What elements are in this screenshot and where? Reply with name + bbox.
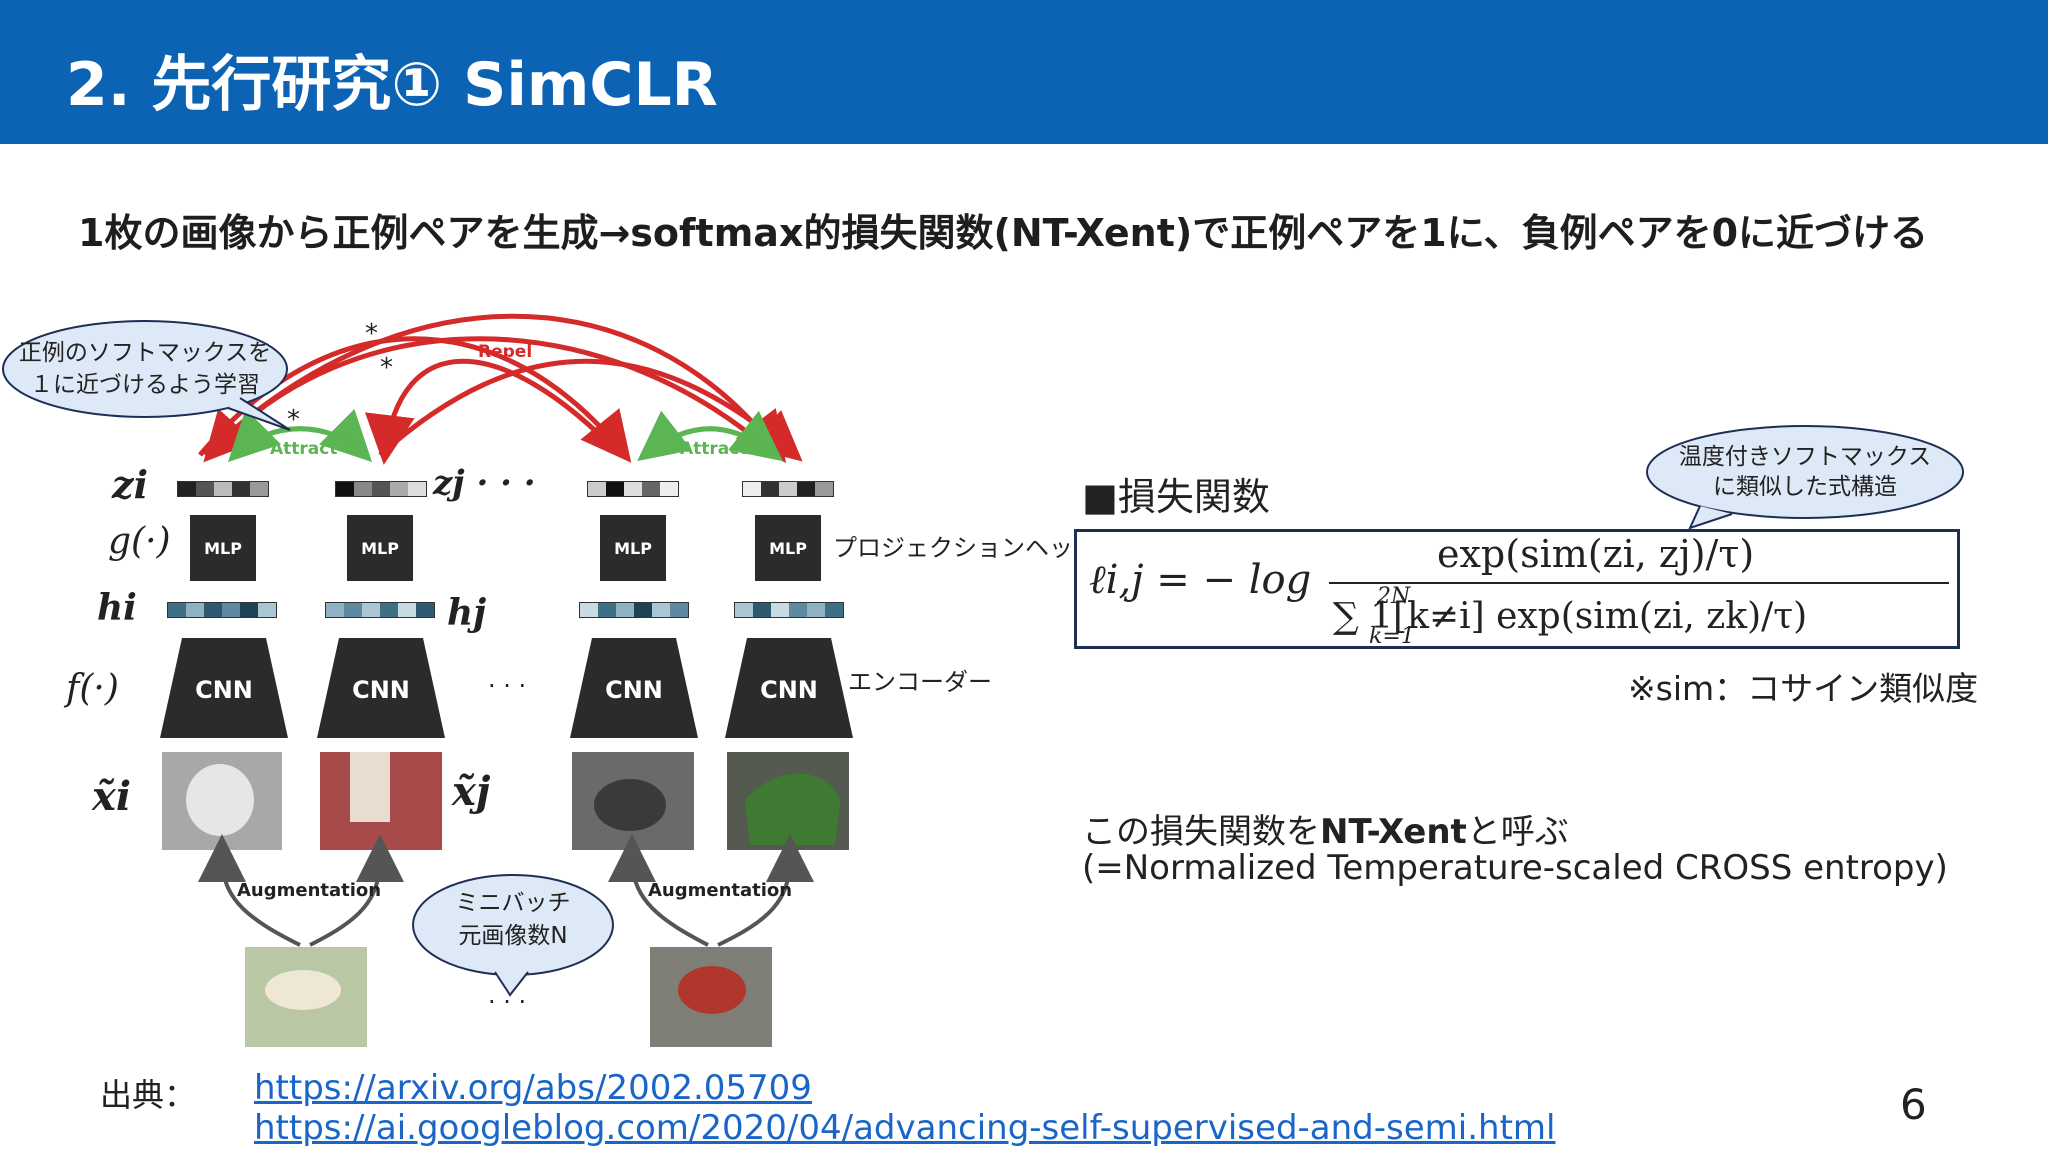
cnn-label-1: CNN xyxy=(195,676,253,704)
mlp-label-4: MLP xyxy=(769,539,807,558)
page-number: 6 xyxy=(1900,1080,1927,1129)
formula-lhs: ℓi,j = − log xyxy=(1089,557,1312,603)
label-z-j: zj · · · xyxy=(432,463,536,503)
repel-label: Repel xyxy=(478,342,532,362)
bubble-positive-softmax: 正例のソフトマックスを １に近づけるよう学習 xyxy=(2,320,291,431)
nt-xent-fullname: (=Normalized Temperature-scaled CROSS en… xyxy=(1082,848,1948,888)
augmentation-label-right: Augmentation xyxy=(648,880,792,901)
bubble-temp-line1: 温度付きソフトマックス xyxy=(1679,444,1931,470)
bubble-left-line2: １に近づけるよう学習 xyxy=(30,372,260,398)
label-x-j: x̃j xyxy=(451,768,491,815)
asterisk-3: * xyxy=(287,405,300,435)
bubble-minibatch: ミニバッチ 元画像数N xyxy=(412,874,614,997)
cnn-label-2: CNN xyxy=(352,676,410,704)
bubble-temp-line2: に類似した式構造 xyxy=(1713,474,1897,500)
nt-xent-description: この損失関数をNT-Xentと呼ぶ xyxy=(1082,804,1569,853)
slide-title: 2. 先行研究① SimCLR xyxy=(66,50,718,120)
loss-heading: ■損失関数 xyxy=(1082,475,1270,519)
nt-prefix: この損失関数を xyxy=(1082,812,1320,852)
formula-denominator: ∑ 1[k≠i] exp(sim(zi, zk)/τ) xyxy=(1333,596,1808,637)
cnn-label-3: CNN xyxy=(605,676,663,704)
formula-sum-upper: 2N xyxy=(1377,584,1411,609)
augmentation-arrows xyxy=(198,834,814,947)
source-link-arxiv[interactable]: https://arxiv.org/abs/2002.05709 xyxy=(254,1068,812,1108)
slide-subtitle: 1枚の画像から正例ペアを生成→softmax的損失関数(NT-Xent)で正例ペ… xyxy=(78,211,1929,255)
asterisk-2: * xyxy=(380,353,393,383)
sim-note: ※sim：コサイン類似度 xyxy=(1628,669,1979,708)
source-link-googleblog[interactable]: https://ai.googleblog.com/2020/04/advanc… xyxy=(254,1108,1556,1148)
label-x-i: x̃i xyxy=(91,773,131,820)
bubble-left-line1: 正例のソフトマックスを xyxy=(19,340,271,366)
nt-xent-bold: NT-Xent xyxy=(1320,812,1467,852)
cnn-blocks: CNN CNN CNN CNN xyxy=(160,638,853,738)
formula-fraction-bar xyxy=(1329,582,1949,584)
label-h-j: hj xyxy=(447,592,486,634)
cnn-ellipsis: · · · xyxy=(488,672,526,700)
mlp-label-1: MLP xyxy=(204,539,242,558)
label-z-i: zi xyxy=(111,462,148,507)
formula-numerator: exp(sim(zi, zj)/τ) xyxy=(1437,532,1755,576)
h-vectors xyxy=(167,602,844,618)
augmentation-label-left: Augmentation xyxy=(237,880,381,901)
simclr-diagram: Repel Attract Attract * * * 正例のソフトマックスを … xyxy=(2,313,1080,1047)
formula-sum-lower: k=1 xyxy=(1369,624,1415,649)
encoder-label: エンコーダー xyxy=(848,668,992,696)
bubble-temperature-softmax: 温度付きソフトマックス に類似した式構造 xyxy=(1646,425,1964,530)
label-g: g(·) xyxy=(108,521,171,562)
header-bar xyxy=(0,0,2048,144)
nt-suffix: と呼ぶ xyxy=(1466,812,1569,852)
attract-arrows xyxy=(227,409,783,463)
mlp-blocks: MLP MLP MLP MLP xyxy=(190,515,821,581)
bubble-bottom-line2: 元画像数N xyxy=(458,923,567,949)
nt-xent-formula: ℓi,j = − log exp(sim(zi, zj)/τ) ∑ 1[k≠i]… xyxy=(1074,529,1960,649)
batch-ellipsis: · · · xyxy=(488,988,526,1016)
projection-head-label: プロジェクションヘッド xyxy=(833,534,1080,562)
bubble-bottom-line1: ミニバッチ xyxy=(456,890,571,916)
mlp-label-3: MLP xyxy=(614,539,652,558)
attract-label-right: Attract xyxy=(680,439,747,459)
label-f: f(·) xyxy=(63,668,119,709)
row-labels: zi zj · · · g(·) hi hj f(·) x̃i x̃j xyxy=(63,462,536,820)
label-h-i: hi xyxy=(97,587,137,629)
asterisk-1: * xyxy=(365,319,378,349)
source-label: 出典： xyxy=(100,1076,197,1114)
attract-label-left: Attract xyxy=(270,439,337,459)
augmented-images xyxy=(162,752,849,850)
mlp-label-2: MLP xyxy=(361,539,399,558)
z-vectors xyxy=(177,481,834,497)
cnn-label-4: CNN xyxy=(760,676,818,704)
